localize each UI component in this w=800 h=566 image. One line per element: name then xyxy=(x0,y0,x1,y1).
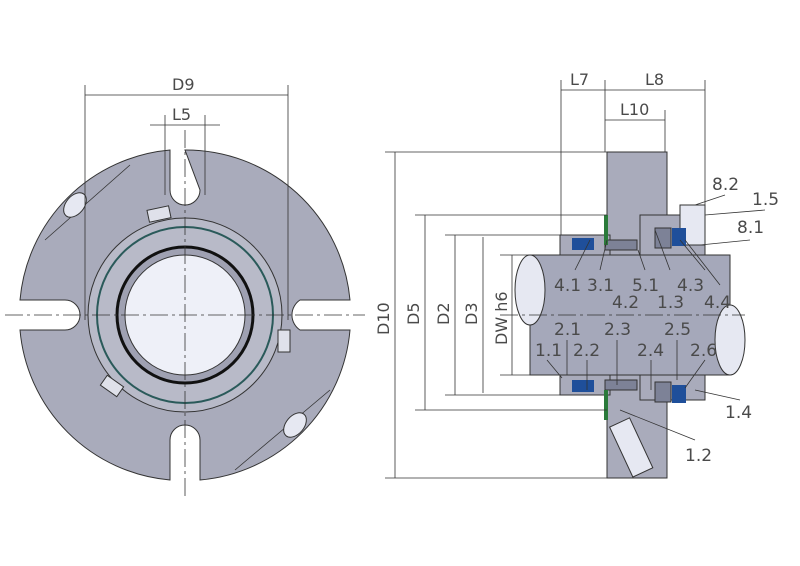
pos-4-2: 4.2 xyxy=(612,293,639,313)
section-view: D10 D5 D2 D3 DW h6 L7 L8 L10 8.2 1.5 xyxy=(374,70,779,479)
seal-face xyxy=(672,228,686,246)
flush-connection xyxy=(608,417,654,478)
pos-8-2: 8.2 xyxy=(712,175,739,195)
bolt-hole xyxy=(283,412,307,438)
dim-l10: L10 xyxy=(620,100,649,119)
pos-1-4: 1.4 xyxy=(725,403,752,423)
bolt-hole xyxy=(63,192,87,218)
pos-1-5: 1.5 xyxy=(752,190,779,210)
dim-d9: D9 xyxy=(172,75,195,94)
flange-edge xyxy=(234,389,331,471)
pos-1-3: 1.3 xyxy=(657,293,684,313)
pos-2-4: 2.4 xyxy=(637,341,664,361)
front-view: D9 L5 xyxy=(5,75,365,500)
pos-1-2: 1.2 xyxy=(685,446,712,466)
seal-ring xyxy=(604,239,638,251)
pos-3-1: 3.1 xyxy=(587,276,614,296)
dim-d3: D3 xyxy=(462,303,481,326)
pos-1-1: 1.1 xyxy=(535,341,562,361)
pos-2-3: 2.3 xyxy=(604,320,631,340)
dim-d2: D2 xyxy=(434,303,453,326)
seal-ring xyxy=(654,381,672,403)
dim-d5: D5 xyxy=(404,303,423,326)
pos-2-6: 2.6 xyxy=(690,341,717,361)
pos-2-5: 2.5 xyxy=(664,320,691,340)
leader-lines xyxy=(546,194,766,441)
dim-l8: L8 xyxy=(645,70,664,89)
setting-clip xyxy=(277,329,291,353)
seal-ring xyxy=(654,227,672,249)
dim-l7: L7 xyxy=(570,70,589,89)
gasket xyxy=(604,390,608,420)
setting-clip xyxy=(146,205,172,223)
dim-d10: D10 xyxy=(374,302,393,335)
pos-2-1: 2.1 xyxy=(554,320,581,340)
seal-face xyxy=(572,238,594,250)
pos-4-3: 4.3 xyxy=(677,276,704,296)
pos-2-2: 2.2 xyxy=(573,341,600,361)
shaft-end xyxy=(714,304,746,376)
seal-face xyxy=(572,380,594,392)
seal-ring xyxy=(604,379,638,391)
pos-8-1: 8.1 xyxy=(737,218,764,238)
setting-clip xyxy=(99,374,125,398)
pos-5-1: 5.1 xyxy=(632,276,659,296)
pos-4-1: 4.1 xyxy=(554,276,581,296)
seal-face xyxy=(672,385,686,403)
pos-4-4: 4.4 xyxy=(704,293,731,313)
shaft-end xyxy=(514,254,546,326)
gasket xyxy=(604,215,608,245)
dim-l5: L5 xyxy=(172,105,191,124)
flange-edge xyxy=(44,164,131,241)
dim-dw: DW h6 xyxy=(492,291,511,345)
